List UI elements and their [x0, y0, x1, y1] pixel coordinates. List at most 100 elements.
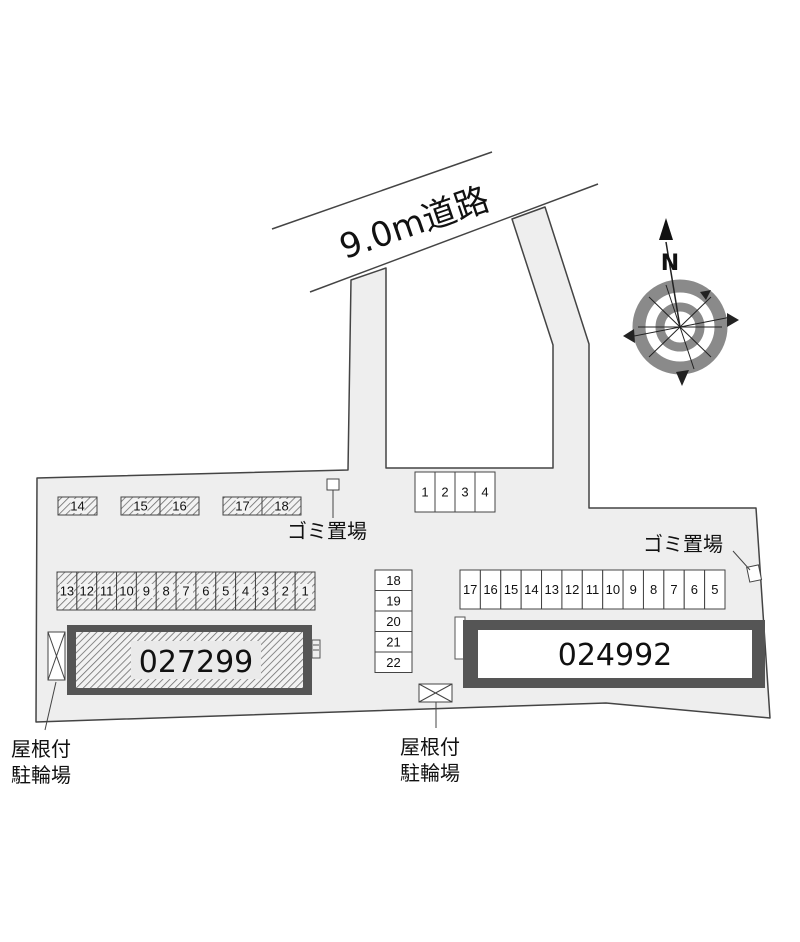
- parking-space: 13: [56, 571, 78, 611]
- parking-space-number: 19: [386, 593, 400, 608]
- parking-space-number: 5: [711, 582, 718, 597]
- parking-space-number: 14: [524, 582, 538, 597]
- parking-space: 2: [434, 471, 456, 513]
- parking-space: 7: [175, 571, 197, 611]
- parking-space: 7: [663, 569, 685, 610]
- parking-space: 3: [454, 471, 476, 513]
- parking-space: 15: [120, 496, 161, 516]
- parking-space: 16: [479, 569, 502, 610]
- parking-space: 19: [374, 590, 413, 612]
- bicycle-parking-left: [44, 631, 66, 731]
- parking-space: 14: [57, 496, 98, 516]
- parking-space-number: 12: [80, 584, 94, 599]
- parking-space: 2: [274, 571, 296, 611]
- parking-space: 4: [474, 471, 496, 513]
- parking-space: 17: [222, 496, 263, 516]
- parking-space: 6: [683, 569, 706, 610]
- parking-space-number: 1: [301, 584, 308, 599]
- compass-north-label: N: [661, 251, 679, 276]
- parking-space: 10: [116, 571, 137, 611]
- parking-space-number: 12: [565, 582, 579, 597]
- parking-top-left: 14 15 16 17 18: [57, 496, 302, 516]
- parking-space: 13: [541, 569, 563, 610]
- parking-space-number: 17: [463, 582, 477, 597]
- parking-space-number: 5: [222, 584, 229, 599]
- parking-space: 22: [374, 651, 413, 673]
- parking-space: 20: [374, 610, 413, 632]
- bicycle-label-center-line2: 駐輪場: [400, 761, 460, 785]
- parking-space-number: 15: [504, 582, 518, 597]
- parking-space-number: 6: [202, 584, 209, 599]
- parking-space-number: 14: [70, 499, 84, 514]
- building-024992: 024992: [454, 616, 765, 688]
- garbage-area-right-marker: [746, 564, 763, 583]
- parking-space-number: 9: [630, 582, 637, 597]
- bicycle-parking-center: [418, 683, 453, 728]
- parking-space-number: 3: [262, 584, 269, 599]
- parking-space: 18: [261, 496, 302, 516]
- parking-space-number: 13: [60, 584, 74, 599]
- parking-space-number: 15: [133, 499, 147, 514]
- parking-space-number: 2: [441, 485, 448, 500]
- bicycle-label-center-line1: 屋根付: [400, 735, 460, 759]
- bicycle-label-left-line1: 屋根付: [11, 737, 71, 761]
- parking-space: 17: [459, 569, 481, 610]
- parking-space: 21: [374, 631, 413, 653]
- parking-space: 11: [96, 571, 118, 611]
- parking-space-number: 10: [606, 582, 620, 597]
- parking-space: 14: [520, 569, 543, 610]
- parking-space-number: 11: [100, 584, 114, 599]
- parking-space: 16: [159, 496, 200, 516]
- parking-space-number: 10: [119, 584, 133, 599]
- parking-space: 12: [561, 569, 583, 610]
- parking-space: 8: [642, 569, 665, 610]
- parking-space-number: 1: [421, 485, 428, 500]
- parking-space: 8: [155, 571, 177, 611]
- parking-space-number: 16: [172, 499, 186, 514]
- parking-space: 12: [76, 571, 98, 611]
- parking-space: 15: [500, 569, 522, 610]
- parking-space-number: 3: [461, 485, 468, 500]
- parking-space: 1: [294, 571, 316, 611]
- parking-space: 10: [602, 569, 624, 610]
- parking-space: 5: [215, 571, 237, 611]
- parking-space-number: 4: [242, 584, 249, 599]
- parking-space-number: 16: [483, 582, 497, 597]
- parking-center-column: 18 19 20 21 22: [374, 569, 413, 673]
- parking-space-number: 2: [282, 584, 289, 599]
- bicycle-label-left-line2: 駐輪場: [11, 763, 71, 787]
- parking-space: 3: [254, 571, 276, 611]
- road-label: 9.0m道路: [335, 179, 495, 267]
- parking-space: 6: [195, 571, 217, 611]
- parking-space-number: 18: [386, 573, 400, 588]
- building-027299: 027299: [67, 625, 321, 695]
- parking-space-number: 4: [481, 485, 488, 500]
- parking-space-number: 9: [143, 584, 150, 599]
- parking-space-number: 18: [274, 499, 288, 514]
- garbage-area-left-marker: [326, 478, 340, 491]
- compass-icon: N: [623, 218, 739, 386]
- road-edge-lower: [309, 183, 599, 293]
- parking-space: 4: [235, 571, 256, 611]
- parking-space-number: 13: [544, 582, 558, 597]
- parking-space-number: 6: [691, 582, 698, 597]
- parking-space-number: 8: [650, 582, 657, 597]
- parking-space-number: 7: [670, 582, 677, 597]
- parking-space-number: 20: [386, 614, 400, 629]
- building-id-right: 024992: [558, 638, 673, 673]
- parking-space: 5: [704, 569, 726, 610]
- parking-space-number: 11: [586, 582, 600, 597]
- parking-space: 9: [622, 569, 644, 610]
- parking-space-number: 17: [235, 499, 249, 514]
- parking-space: 1: [414, 471, 436, 513]
- parking-space: 9: [135, 571, 157, 611]
- building-id-left: 027299: [139, 645, 254, 680]
- parking-space-number: 21: [386, 634, 400, 649]
- garbage-label-left: ゴミ置場: [287, 519, 367, 543]
- parking-space-number: 22: [386, 655, 400, 670]
- parking-space-number: 7: [182, 584, 189, 599]
